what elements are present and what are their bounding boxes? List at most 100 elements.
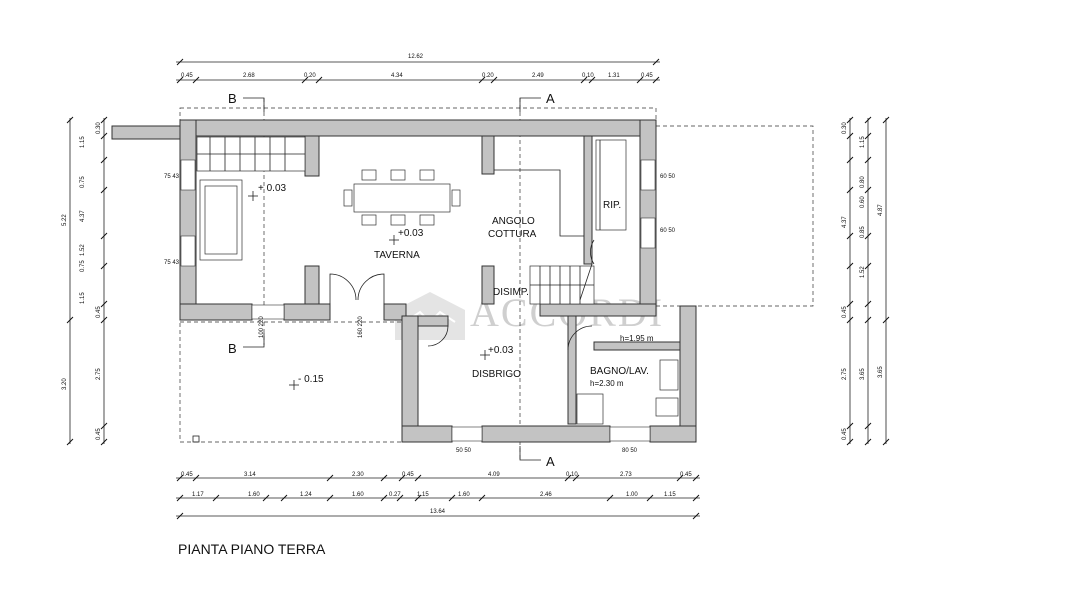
dim-right-outer-4: 0.85 [860, 226, 866, 238]
dimension-tick [692, 494, 700, 502]
window-tag-0: 75 43 [164, 174, 180, 180]
dimension-tick [192, 474, 200, 482]
staircase-lower [529, 265, 595, 305]
svg-text:+ 0.03: + 0.03 [258, 183, 287, 194]
level-marker-stair: + 0.03 [248, 183, 287, 201]
dimension-tick [448, 494, 456, 502]
dimension-tick [652, 76, 660, 84]
section-a-top: A [546, 91, 555, 106]
window-tag-7: 80 50 [622, 448, 638, 454]
dimension-tick [380, 474, 388, 482]
dimension-tick [864, 232, 872, 240]
level-marker-disbrigo: +0.03 [480, 345, 514, 360]
dimension-tick [676, 474, 684, 482]
windows [180, 159, 656, 442]
dim-top-3: 4.34 [391, 73, 403, 79]
dimension-tick [176, 474, 184, 482]
dim-b1-1: 3.14 [244, 472, 256, 478]
room-disimpegno: DISIMP. [493, 287, 529, 298]
dim-left-8: 0.45 [96, 428, 102, 440]
dim-right-outer-0: 0.30 [842, 122, 848, 134]
dim-b1-7: 0.45 [680, 472, 692, 478]
dim-b2-8: 1.00 [626, 492, 638, 498]
dimension-tick [414, 494, 422, 502]
dim-top-1: 2.68 [243, 73, 255, 79]
dimension-tick [846, 232, 854, 240]
dimension-tick [326, 474, 334, 482]
dimension-tick [846, 422, 854, 430]
dimension-tick [846, 116, 854, 124]
dim-bottom-total: 13.64 [430, 509, 446, 515]
svg-text:+0.03: +0.03 [488, 345, 514, 356]
dimension-tick [380, 494, 388, 502]
dim-right-outer-1: 1.15 [860, 136, 866, 148]
dimension-tick [846, 300, 854, 308]
dimension-lines [69, 61, 887, 517]
dim-left-2: 0.75 [80, 176, 86, 188]
window-tag-2: 60 50 [660, 174, 676, 180]
dim-b2-5: 1.15 [417, 492, 429, 498]
kitchen-counter [494, 139, 627, 237]
dim-b1-6: 2.73 [620, 472, 632, 478]
dim-top-6: 0.10 [582, 73, 594, 79]
level-markers: + 0.03 +0.03 +0.03 - 0.15 [248, 183, 514, 390]
window-tag-6: 50 50 [456, 448, 472, 454]
dim-left-3: 1.52 [80, 244, 86, 256]
dimension-tick [864, 186, 872, 194]
dim-bottom-row2: 1.17 1.60 1.24 1.60 0.27 1.15 1.60 2.46 … [192, 492, 676, 498]
room-disimp-height: h=1.95 m [620, 334, 654, 343]
room-bagno: BAGNO/LAV. [590, 366, 649, 377]
dim-left-outer-0: 5.22 [62, 214, 68, 226]
dimension-tick [100, 316, 108, 324]
dimension-tick [652, 58, 660, 66]
room-ripostiglio: RIP. [603, 200, 621, 211]
dimension-tick [212, 494, 220, 502]
dimension-tick [692, 474, 700, 482]
dimension-tick [262, 494, 270, 502]
dim-b2-6: 1.60 [458, 492, 470, 498]
dining-table [343, 169, 461, 226]
dim-right-3: 2.75 [842, 368, 848, 380]
dim-right-far-1: 4.87 [878, 204, 884, 216]
dim-right-outer-2: 0.80 [860, 176, 866, 188]
dim-b1-5: 0.10 [566, 472, 578, 478]
dim-left-sill: 4.37 [80, 210, 86, 222]
dimension-tick [846, 438, 854, 446]
sofa [199, 179, 243, 261]
window-tag-5: 160 220 [358, 316, 364, 338]
dim-left-1: 1.15 [80, 136, 86, 148]
section-b-bottom: B [228, 341, 237, 356]
dimension-tick [100, 262, 108, 270]
dimension-tick [846, 262, 854, 270]
level-marker-taverna: +0.03 [389, 228, 424, 245]
dim-right-outer-3: 0.60 [860, 196, 866, 208]
section-b-top: B [228, 91, 237, 106]
doors [329, 239, 595, 351]
dimension-tick [301, 76, 309, 84]
dimension-tick [882, 316, 890, 324]
dimension-tick [66, 438, 74, 446]
dimension-tick [66, 316, 74, 324]
dim-right-4: 0.45 [842, 428, 848, 440]
dimension-tick [692, 512, 700, 520]
dimension-tick [176, 512, 184, 520]
dimension-tick [414, 474, 422, 482]
dim-left-5: 1.15 [80, 292, 86, 304]
dim-b2-7: 2.46 [540, 492, 552, 498]
dimension-tick [490, 76, 498, 84]
dim-b2-1: 1.60 [248, 492, 260, 498]
dimension-tick [864, 156, 872, 164]
dim-right-2: 0.45 [842, 306, 848, 318]
dim-b1-0: 0.45 [181, 472, 193, 478]
dimension-tick [326, 494, 334, 502]
dimension-tick [100, 132, 108, 140]
dimension-tick [846, 316, 854, 324]
dim-left-outer-1: 3.20 [62, 378, 68, 390]
dim-top-total: 12.62 [408, 54, 424, 60]
dim-top-4: 0.20 [482, 73, 494, 79]
dim-top-row: 0.45 2.68 0.20 4.34 0.20 2.49 0.10 1.31 … [181, 73, 653, 79]
dim-b1-2: 2.30 [352, 472, 364, 478]
dimension-tick [882, 116, 890, 124]
svg-text:- 0.15: - 0.15 [298, 374, 324, 385]
dimension-tick [280, 494, 288, 502]
